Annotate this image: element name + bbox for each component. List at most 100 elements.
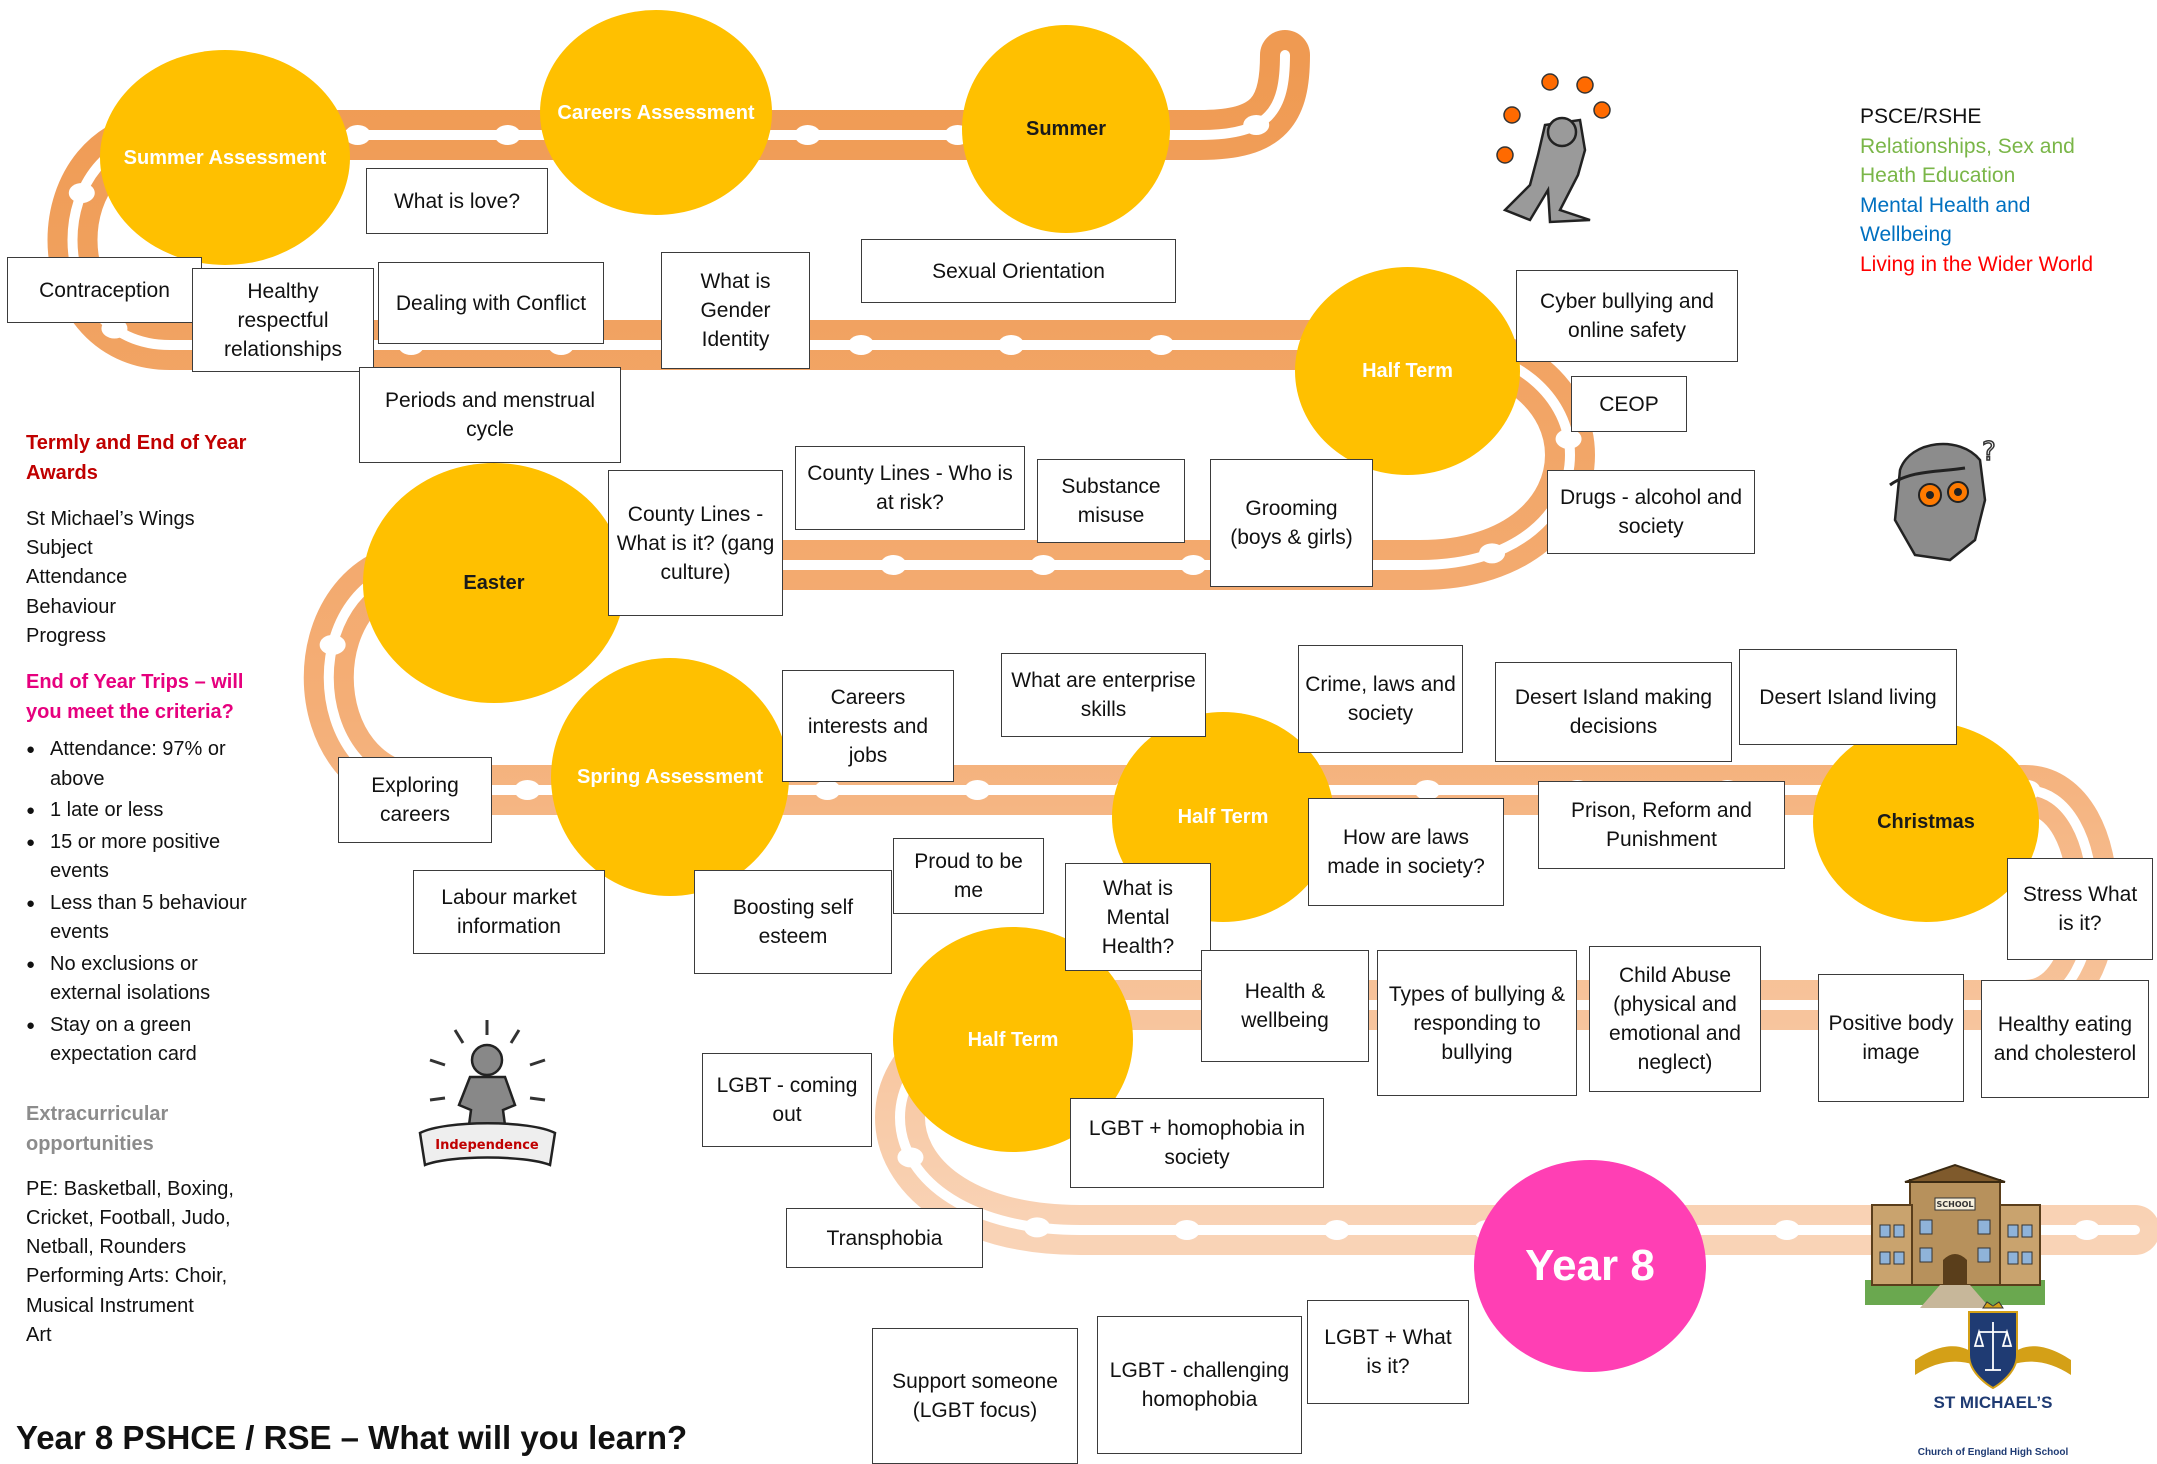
topic-crime-laws: Crime, laws and society	[1298, 645, 1463, 753]
school-sign-label: SCHOOL	[1936, 1200, 1973, 1209]
topic-prison-reform: Prison, Reform and Punishment	[1538, 781, 1785, 869]
topic-label: Exploring careers	[371, 774, 459, 826]
topic-label: County Lines - What is it? (gang culture…	[616, 502, 775, 584]
topic-label: Types of bullying & responding to bullyi…	[1388, 982, 1566, 1064]
milestone-careers-assessment: Careers Assessment	[540, 10, 772, 215]
legend-item-mental-health: Mental Health and Wellbeing	[1860, 193, 2031, 247]
award-behaviour: Behaviour	[26, 596, 117, 618]
road-dot	[2073, 1220, 2100, 1240]
topic-label: Labour market information	[441, 886, 577, 938]
topic-transphobia: Transphobia	[786, 1208, 983, 1268]
topic-label: What is Mental Health?	[1101, 876, 1175, 958]
road-dot	[1173, 1220, 1200, 1240]
topic-label: Contraception	[39, 278, 170, 302]
road-dot	[68, 182, 95, 203]
milestone-christmas: Christmas	[1813, 722, 2039, 922]
topic-label: Stress What is it?	[2022, 883, 2138, 935]
topic-label: CEOP	[1599, 392, 1659, 416]
award-wings: St Michael’s Wings	[26, 508, 195, 530]
road-dot	[848, 335, 875, 355]
milestone-spring-assessment: Spring Assessment	[551, 658, 789, 896]
road-dot	[897, 1147, 924, 1168]
legend-item-rse: Relationships, Sex and Heath Education	[1860, 134, 2075, 188]
criteria-item: 1 late or less	[26, 796, 271, 826]
topic-label: LGBT - coming out	[716, 1074, 858, 1126]
milestone-half-term-1: Half Term	[1295, 267, 1520, 475]
road-dot	[794, 125, 821, 146]
milestone-label: Easter	[463, 572, 525, 594]
topic-desert-living: Desert Island living	[1739, 649, 1957, 745]
topic-label: County Lines - Who is at risk?	[807, 462, 1013, 514]
topic-county-lines-risk: County Lines - Who is at risk?	[795, 446, 1025, 530]
topic-label: Cyber bullying and online safety	[1540, 290, 1714, 342]
topic-sexual-orientation: Sexual Orientation	[861, 239, 1176, 303]
extracurricular-line: PE: Basketball, Boxing,	[26, 1178, 234, 1200]
extracurricular-line: Art	[26, 1324, 52, 1346]
road-dot	[1180, 555, 1207, 576]
topic-lgbt-homophobia-society: LGBT + homophobia in society	[1070, 1098, 1324, 1188]
milestone-label: Christmas	[1877, 811, 1975, 833]
award-progress: Progress	[26, 625, 107, 647]
milestone-label: Careers Assessment	[557, 101, 755, 124]
topic-stress: Stress What is it?	[2007, 858, 2153, 960]
topic-boosting-esteem: Boosting self esteem	[694, 870, 892, 974]
topic-label: Healthy eating and cholesterol	[1993, 1013, 2137, 1065]
topic-laws-made: How are laws made in society?	[1308, 798, 1504, 906]
topic-label: Desert Island living	[1759, 685, 1937, 709]
topic-label: Sexual Orientation	[932, 259, 1105, 283]
topic-cyber-bullying: Cyber bullying and online safety	[1516, 270, 1738, 362]
year-8-circle: Year 8	[1474, 1160, 1706, 1372]
independence-badge-icon: Independence	[418, 1020, 557, 1167]
topic-label: What are enterprise skills	[1011, 669, 1196, 721]
road-dot	[1024, 1217, 1051, 1238]
topic-healthy-eating: Healthy eating and cholesterol	[1981, 980, 2149, 1098]
topic-label: LGBT + homophobia in society	[1088, 1117, 1306, 1169]
road-dot	[1414, 780, 1441, 800]
legend-item-wider-world: Living in the Wider World	[1860, 252, 2094, 276]
topic-grooming: Grooming (boys & girls)	[1210, 459, 1373, 587]
topic-label: Periods and menstrual cycle	[384, 389, 596, 441]
topic-gender-identity: What is Gender Identity	[661, 252, 810, 369]
school-name: ST MICHAEL’S	[1933, 1393, 2053, 1412]
milestone-summer: Summer	[962, 25, 1170, 233]
topic-lgbt-coming-out: LGBT - coming out	[702, 1053, 872, 1147]
topic-lgbt-challenging: LGBT - challenging homophobia	[1097, 1316, 1302, 1454]
svg-text:?: ?	[1982, 437, 1996, 467]
topic-label: Prison, Reform and Punishment	[1571, 799, 1752, 851]
page-title: Year 8 PSHCE / RSE – What will you learn…	[16, 1419, 688, 1456]
milestone-summer-assessment: Summer Assessment	[100, 50, 350, 265]
topic-ceop: CEOP	[1571, 376, 1687, 432]
topic-child-abuse: Child Abuse (physical and emotional and …	[1589, 946, 1761, 1092]
topic-healthy-respectful: Healthy respectful relationships	[192, 268, 374, 372]
topic-what-is-love: What is love?	[366, 168, 548, 234]
thinking-figure-icon: ?	[1889, 436, 1997, 562]
topic-positive-body: Positive body image	[1818, 974, 1964, 1102]
extracurricular-heading: Extracurricular opportunities	[26, 1103, 169, 1155]
road-dot	[1243, 114, 1270, 135]
criteria-item: 15 or more positive events	[26, 828, 271, 887]
topic-support-someone: Support someone (LGBT focus)	[872, 1328, 1078, 1464]
school-building-icon: SCHOOL	[1865, 1163, 2045, 1308]
topic-exploring-careers: Exploring careers	[338, 757, 492, 843]
topic-label: Substance misuse	[1061, 475, 1161, 527]
topic-periods: Periods and menstrual cycle	[359, 367, 621, 463]
topic-label: Positive body image	[1828, 1012, 1954, 1064]
criteria-item: No exclusions or external isolations	[26, 950, 271, 1009]
topic-label: Dealing with Conflict	[395, 291, 587, 315]
award-subject: Subject	[26, 537, 93, 559]
legend: PSCE/RSHE Relationships, Sex and Heath E…	[1860, 102, 2150, 279]
legend-heading: PSCE/RSHE	[1860, 105, 1982, 128]
milestone-label: Summer	[1025, 118, 1107, 140]
topic-lgbt-what: LGBT + What is it?	[1307, 1300, 1469, 1404]
topic-label: Healthy respectful relationships	[224, 279, 342, 361]
extracurricular-line: Musical Instrument	[26, 1295, 194, 1317]
topic-types-bullying: Types of bullying & responding to bullyi…	[1377, 950, 1577, 1096]
topic-label: Health & wellbeing	[1241, 980, 1329, 1032]
topic-dealing-conflict: Dealing with Conflict	[378, 262, 604, 344]
topic-careers-interests: Careers interests and jobs	[782, 670, 954, 782]
topic-label: LGBT - challenging homophobia	[1109, 1359, 1290, 1411]
trips-heading: End of Year Trips – will you meet the cr…	[26, 671, 244, 723]
topic-county-lines-what: County Lines - What is it? (gang culture…	[608, 470, 783, 616]
road-dot	[880, 555, 907, 576]
topic-label: Careers interests and jobs	[807, 685, 929, 767]
